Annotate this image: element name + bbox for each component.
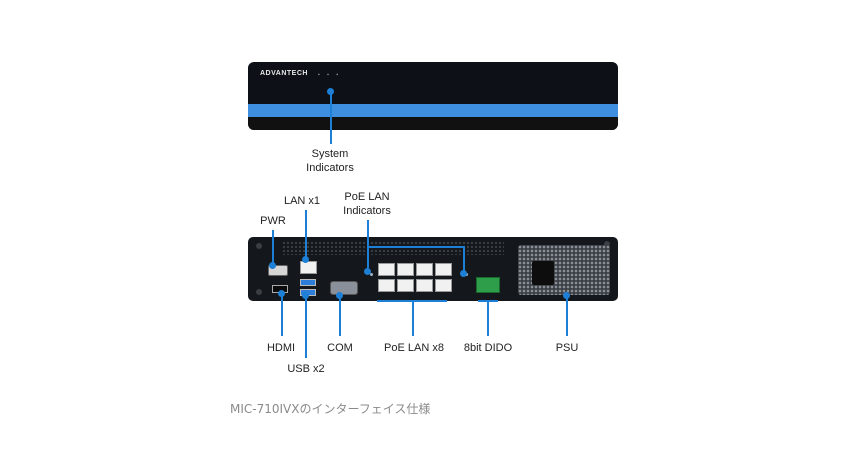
lan-leader — [305, 210, 307, 258]
ac-inlet — [532, 261, 554, 285]
vent-grille — [282, 241, 504, 255]
com-marker — [336, 292, 343, 299]
rear-panel-image — [248, 237, 618, 301]
poe-lan-leader — [412, 300, 414, 336]
screw — [604, 241, 610, 247]
hdmi-label: HDMI — [266, 342, 296, 354]
system-indicators-label: System Indicators — [306, 148, 354, 174]
poe-indicators-bracket — [367, 246, 465, 248]
poe-lan-port — [416, 279, 433, 292]
poe-lan-port — [397, 279, 414, 292]
com-leader — [339, 298, 341, 336]
figure-caption: MIC-710IVXのインターフェイス仕様 — [230, 402, 431, 416]
poe-lan-port — [435, 279, 452, 292]
hdmi-marker — [278, 290, 285, 297]
usb-port — [300, 279, 316, 286]
pwr-label: PWR — [260, 215, 286, 227]
lan-marker — [302, 256, 309, 263]
poe-indicator-marker — [364, 268, 371, 275]
system-indicators-leader — [330, 92, 332, 144]
screw — [256, 289, 262, 295]
hdmi-leader — [281, 296, 283, 336]
lan-port — [300, 261, 317, 274]
front-stripe — [248, 104, 618, 117]
com-label: COM — [327, 342, 353, 354]
poe-indicators-leader-right — [463, 246, 465, 272]
dido-leader — [487, 300, 489, 336]
poe-indicators-leader — [367, 220, 369, 268]
psu-label: PSU — [555, 342, 579, 354]
poe-indicator-led — [370, 273, 373, 276]
system-indicators-marker — [327, 88, 334, 95]
poe-indicators-label: PoE LAN Indicators — [343, 191, 391, 217]
poe-lan-port — [397, 263, 414, 276]
usb-label: USB x2 — [287, 363, 325, 375]
front-panel-image: ADVANTECH ▪ ▪ ▪ — [248, 62, 618, 130]
pwr-leader — [272, 230, 274, 264]
poe-indicator-marker — [460, 270, 467, 277]
usb-leader — [305, 298, 307, 358]
dido-terminal — [476, 277, 500, 293]
lan-label: LAN x1 — [283, 195, 321, 207]
pwr-marker — [269, 262, 276, 269]
psu-grille — [518, 245, 610, 295]
front-base — [248, 117, 618, 130]
poe-lan-port — [378, 263, 395, 276]
power-connector — [268, 265, 288, 276]
poe-lan-port — [435, 263, 452, 276]
psu-leader — [566, 298, 568, 336]
psu-marker — [563, 292, 570, 299]
com-port — [330, 281, 358, 295]
poe-lan-port — [378, 279, 395, 292]
poe-lan-label: PoE LAN x8 — [384, 342, 444, 354]
screw — [256, 243, 262, 249]
poe-lan-port — [416, 263, 433, 276]
dido-label: 8bit DIDO — [463, 342, 513, 354]
system-led-row: ▪ ▪ ▪ — [318, 72, 342, 78]
usb-marker — [302, 292, 309, 299]
brand-logo: ADVANTECH — [260, 70, 308, 77]
